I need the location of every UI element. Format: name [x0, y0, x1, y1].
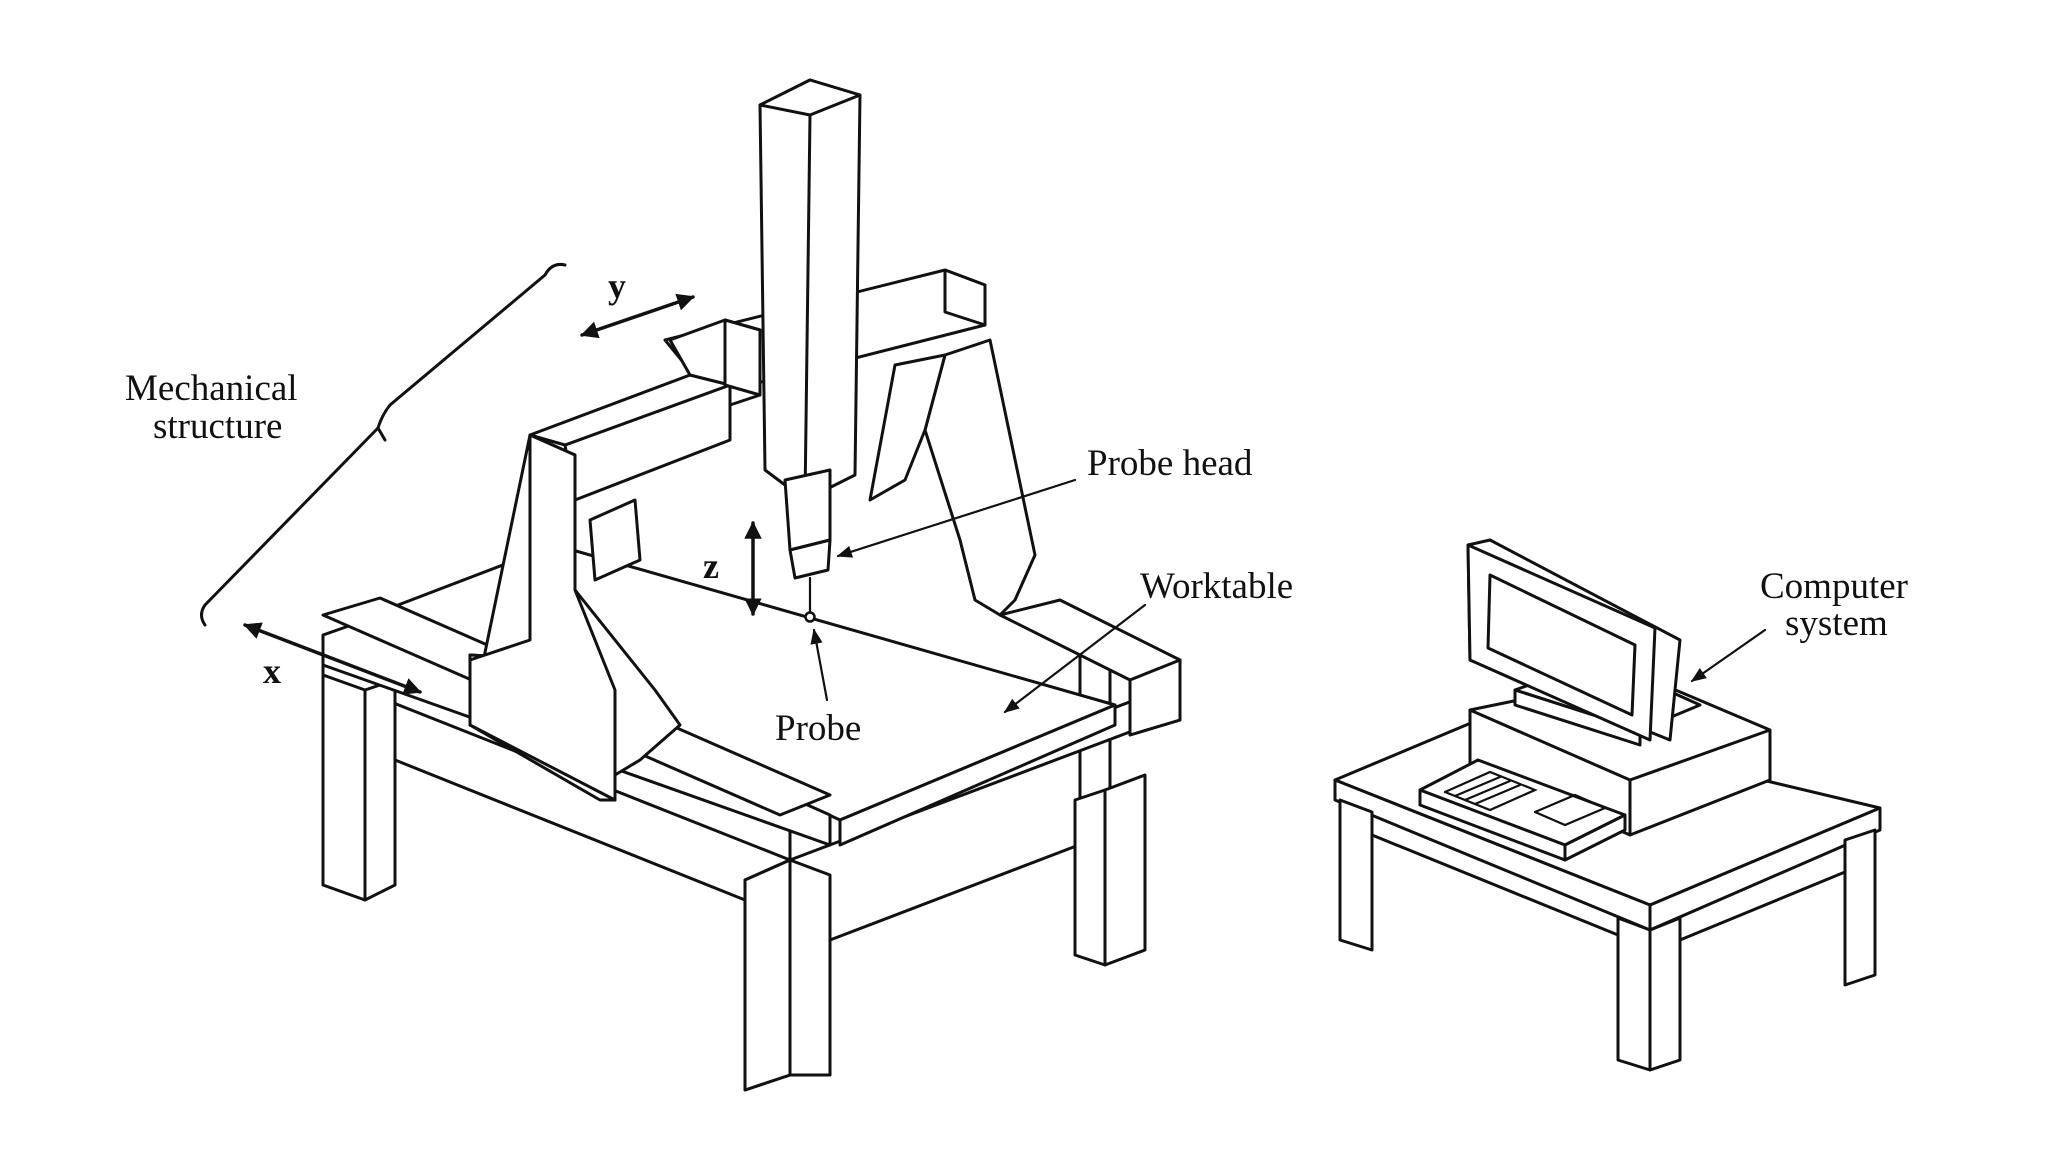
y-axis-label: y [608, 266, 626, 306]
mechanical-structure-label-2: structure [153, 406, 282, 447]
probe-label: Probe [775, 708, 861, 749]
computer-system-label-1: Computer [1760, 566, 1908, 607]
y-axis-arrow [580, 293, 695, 339]
computer-system-label-2: system [1785, 603, 1888, 644]
x-axis-label: x [263, 651, 281, 691]
z-ram [758, 78, 862, 623]
computer-system [1333, 538, 1882, 1072]
probe-tip [804, 611, 816, 623]
mechanical-structure-label-1: Mechanical [125, 368, 298, 409]
worktable-leader [1003, 603, 1147, 714]
probe-head-label: Probe head [1087, 443, 1253, 484]
probe-head-leader [836, 478, 1077, 558]
x-axis-arrow [243, 622, 422, 695]
probe-leader [810, 628, 829, 702]
computer-system-leader [1690, 628, 1767, 683]
bracket-tick [376, 426, 387, 442]
z-axis-label: z [703, 546, 719, 586]
worktable-label: Worktable [1140, 566, 1293, 607]
mechanical-structure-bracket [200, 263, 567, 627]
